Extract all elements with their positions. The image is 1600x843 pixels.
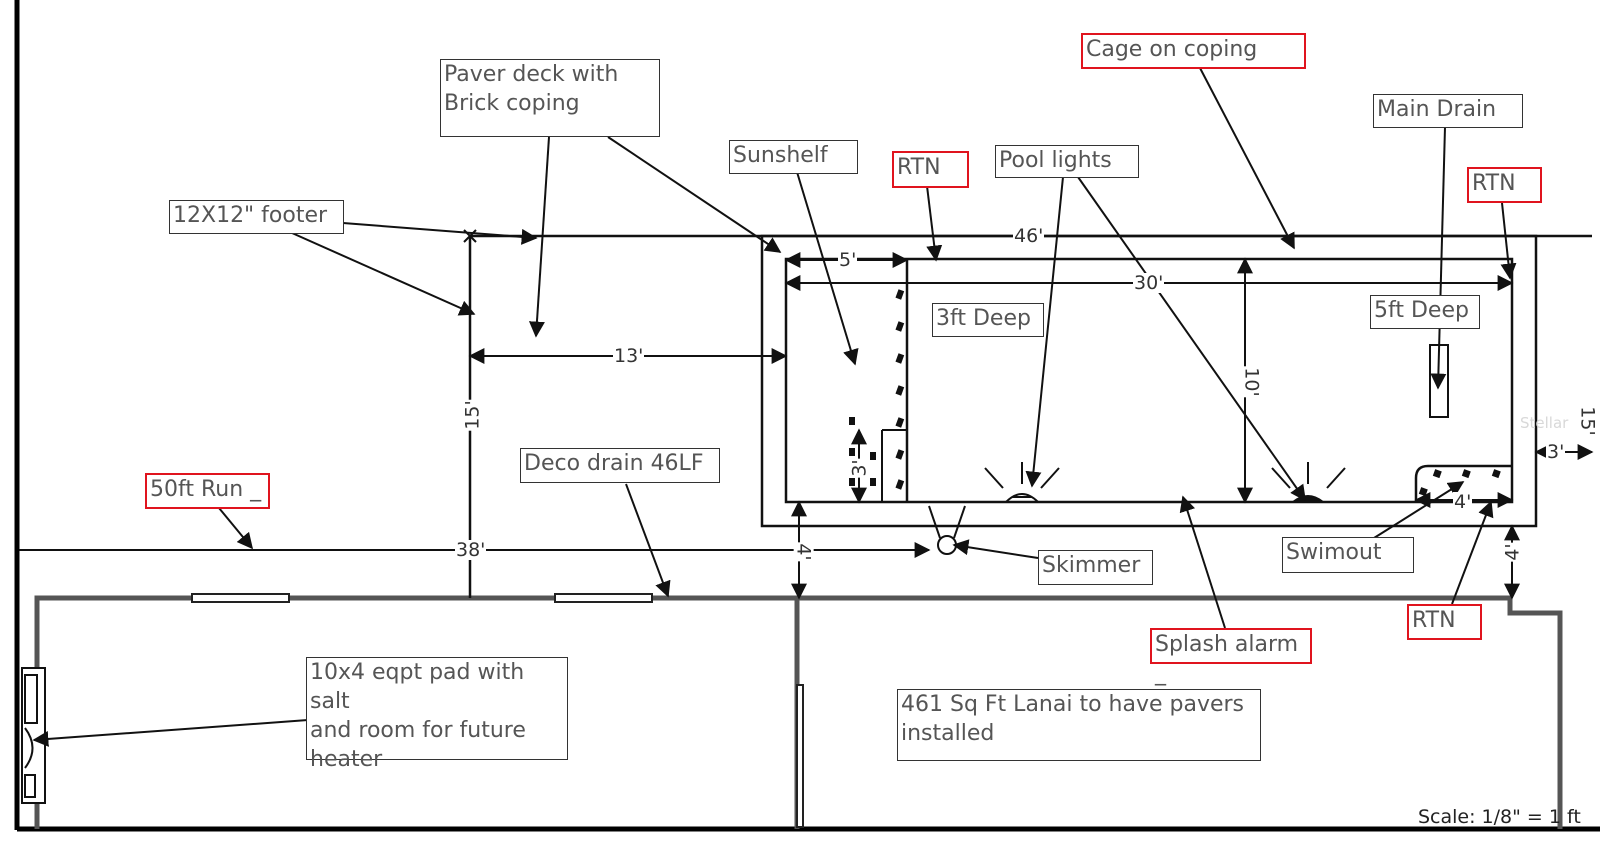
dim-3ft-shelf: 3' [848,458,871,478]
callout-pool-lights: Pool lights [995,145,1139,178]
dim-4ft-left: 4' [792,542,815,562]
callout-skimmer: Skimmer [1038,550,1153,585]
callout-eqpt-pad: 10x4 eqpt pad with salt and room for fut… [306,657,568,772]
dim-4ft-right: 4' [1501,542,1524,562]
callout-splash-alarm: Splash alarm _ [1150,628,1312,686]
watermark: Stellar [1520,414,1569,432]
callout-lanai: 461 Sq Ft Lanai to have pavers installed [897,689,1261,761]
pool-outline [760,234,1538,528]
callout-footer: 12X12" footer [169,200,344,234]
drawing-frame [14,0,1600,832]
pool-light-left [984,462,1060,503]
dim-4ft-swimout: 4' [1453,491,1473,513]
dim-38ft: 38' [455,539,487,561]
leader-arrows [32,67,1517,747]
equipment-pad [21,667,46,804]
dim-15ft: 15' [461,399,484,431]
callout-50ft-run: 50ft Run _ [145,473,270,509]
cage-line [463,229,1592,598]
dim-30ft: 30' [1133,272,1165,294]
callout-sunshelf: Sunshelf [729,140,858,174]
callout-cage: Cage on coping [1081,33,1306,69]
dim-13ft: 13' [613,345,645,367]
callout-5ft-deep: 5ft Deep [1370,295,1480,329]
dim-5ft: 5' [838,249,858,271]
callout-paver-deck: Paver deck with Brick coping [440,59,660,137]
bench-step [881,429,907,502]
dim-46ft: 46' [1013,225,1045,247]
dim-15ft-right: 15' [1576,405,1599,437]
dim-3ft-side: 3' [1546,441,1566,463]
callout-3ft-deep: 3ft Deep [932,303,1044,337]
callout-rtn-top: RTN [892,151,969,188]
callout-deco-drain: Deco drain 46LF [520,448,720,483]
callout-swimout: Swimout [1282,537,1414,573]
callout-rtn-bottom: RTN [1407,604,1482,640]
callout-main-drain: Main Drain [1373,94,1523,128]
dim-10ft: 10' [1240,366,1263,398]
windows [191,593,804,828]
callout-rtn-right: RTN [1467,167,1542,203]
scale-note: Scale: 1/8" = 1 ft [1418,806,1581,828]
